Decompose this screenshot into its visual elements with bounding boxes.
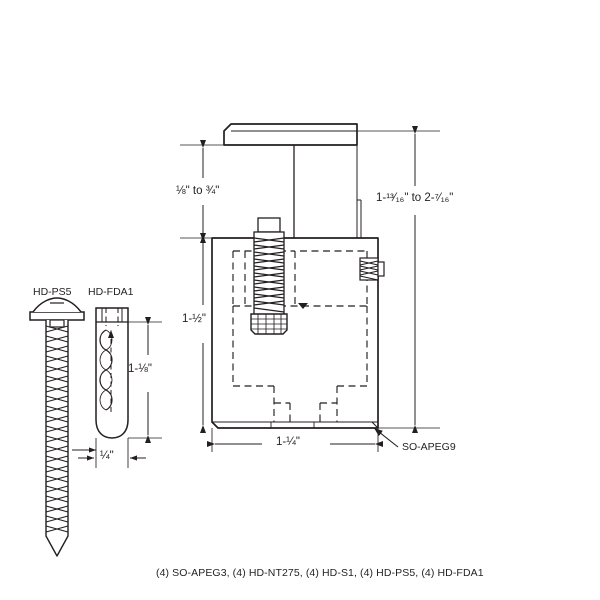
dimension-label-anchor-length: 1-⅛" [128,363,152,375]
dimension-label-body-height: 1-½" [182,313,206,325]
parts-list-caption: (4) SO-APEG3, (4) HD-NT275, (4) HD-S1, (… [156,567,484,579]
part-label-anchor: HD-FDA1 [88,286,134,298]
hex-nut [250,313,288,335]
inner-direction-marker [298,303,308,309]
threaded-rod [253,217,285,317]
wall-anchor [95,307,129,439]
dimension-label-anchor-width: ¼" [100,450,114,462]
bracket-hidden-lines [232,250,368,422]
callout-leader-bracket [373,427,399,448]
dimension-overall-height [357,126,440,433]
dimension-anchor-length [128,317,162,443]
set-screw [359,257,385,281]
dimension-label-overall-height: 1-¹³⁄₁₆" to 2-⁷⁄₁₆" [376,192,454,204]
top-plate [223,123,358,146]
pan-head-screw [29,297,85,557]
bracket-assembly-view [211,123,385,429]
dimension-label-body-width: 1-¼" [276,436,300,448]
dimension-gap-height [180,140,230,243]
callout-label-bracket: SO-APEG9 [402,441,456,453]
part-label-screw: HD-PS5 [33,286,72,298]
dimension-label-gap-height: ⅛" to ¾" [176,185,220,197]
plate-stem-lines [293,145,362,238]
dimension-anchor-width [78,438,146,468]
